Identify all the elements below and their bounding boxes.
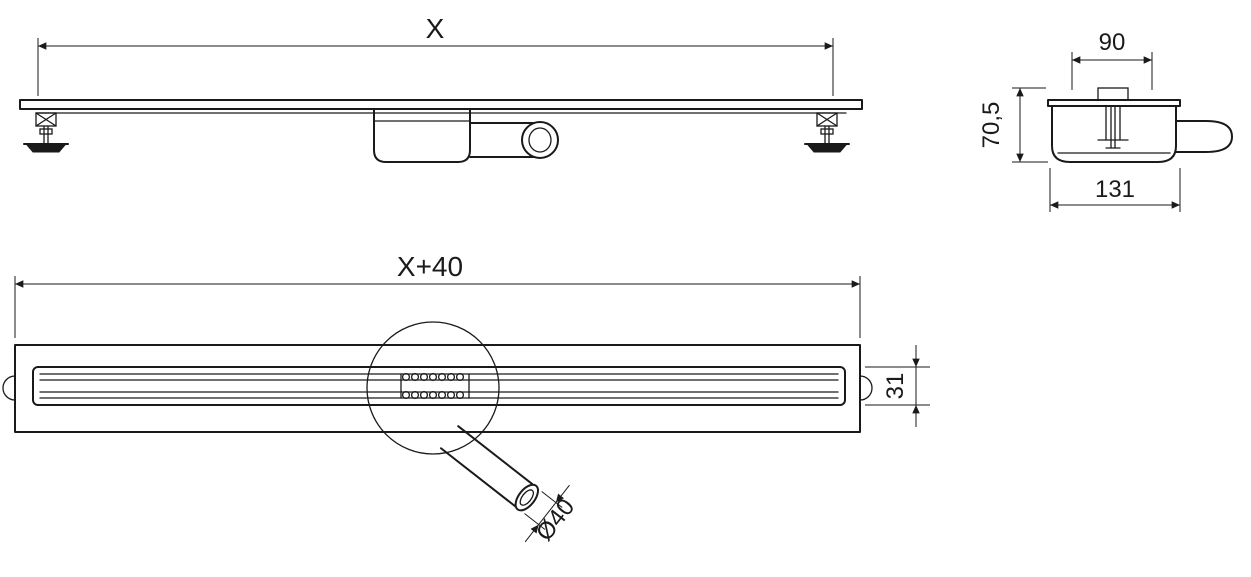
dim-x-label: X <box>426 13 445 44</box>
dimension-length-x-plus-40: X+40 <box>14 251 861 338</box>
dimension-length-x: X <box>37 13 834 96</box>
channel-plate <box>19 99 863 114</box>
dim-x40-label: X+40 <box>397 251 463 282</box>
outlet-pipe-side <box>469 121 559 159</box>
dimension-bottom-width-131: 131 <box>1049 168 1181 212</box>
channel-outline-top <box>2 344 873 433</box>
pipe-end-cap <box>514 483 539 512</box>
dimension-top-width-90: 90 <box>1071 29 1153 90</box>
siphon-circle-top <box>366 321 500 455</box>
dimension-height-70-5: 70,5 <box>978 87 1048 163</box>
dim-90-label: 90 <box>1099 29 1126 56</box>
foot-right <box>804 112 850 153</box>
dim-40-label: Ø40 <box>531 494 580 546</box>
end-grate-block <box>1097 87 1129 101</box>
end-outlet-spigot <box>1175 120 1233 153</box>
dim-70-5-label: 70,5 <box>978 102 1005 149</box>
dim-31-label: 31 <box>882 373 909 400</box>
siphon-trap <box>373 109 471 163</box>
dimension-pipe-diameter-40: Ø40 <box>524 484 580 546</box>
side-view: X <box>19 13 863 163</box>
end-housing <box>1051 105 1177 163</box>
right-end-tab <box>859 375 873 401</box>
drain-perforation <box>400 372 470 400</box>
left-end-tab <box>2 375 16 401</box>
grate-slot <box>32 366 846 406</box>
dim-131-label: 131 <box>1095 176 1135 203</box>
end-flange <box>1047 99 1181 107</box>
foot-left <box>23 112 69 153</box>
end-body <box>1047 87 1233 163</box>
dimension-channel-width-31: 31 <box>865 345 930 427</box>
top-view: X+40 <box>2 251 930 546</box>
end-view: 90 70,5 131 <box>978 29 1233 212</box>
